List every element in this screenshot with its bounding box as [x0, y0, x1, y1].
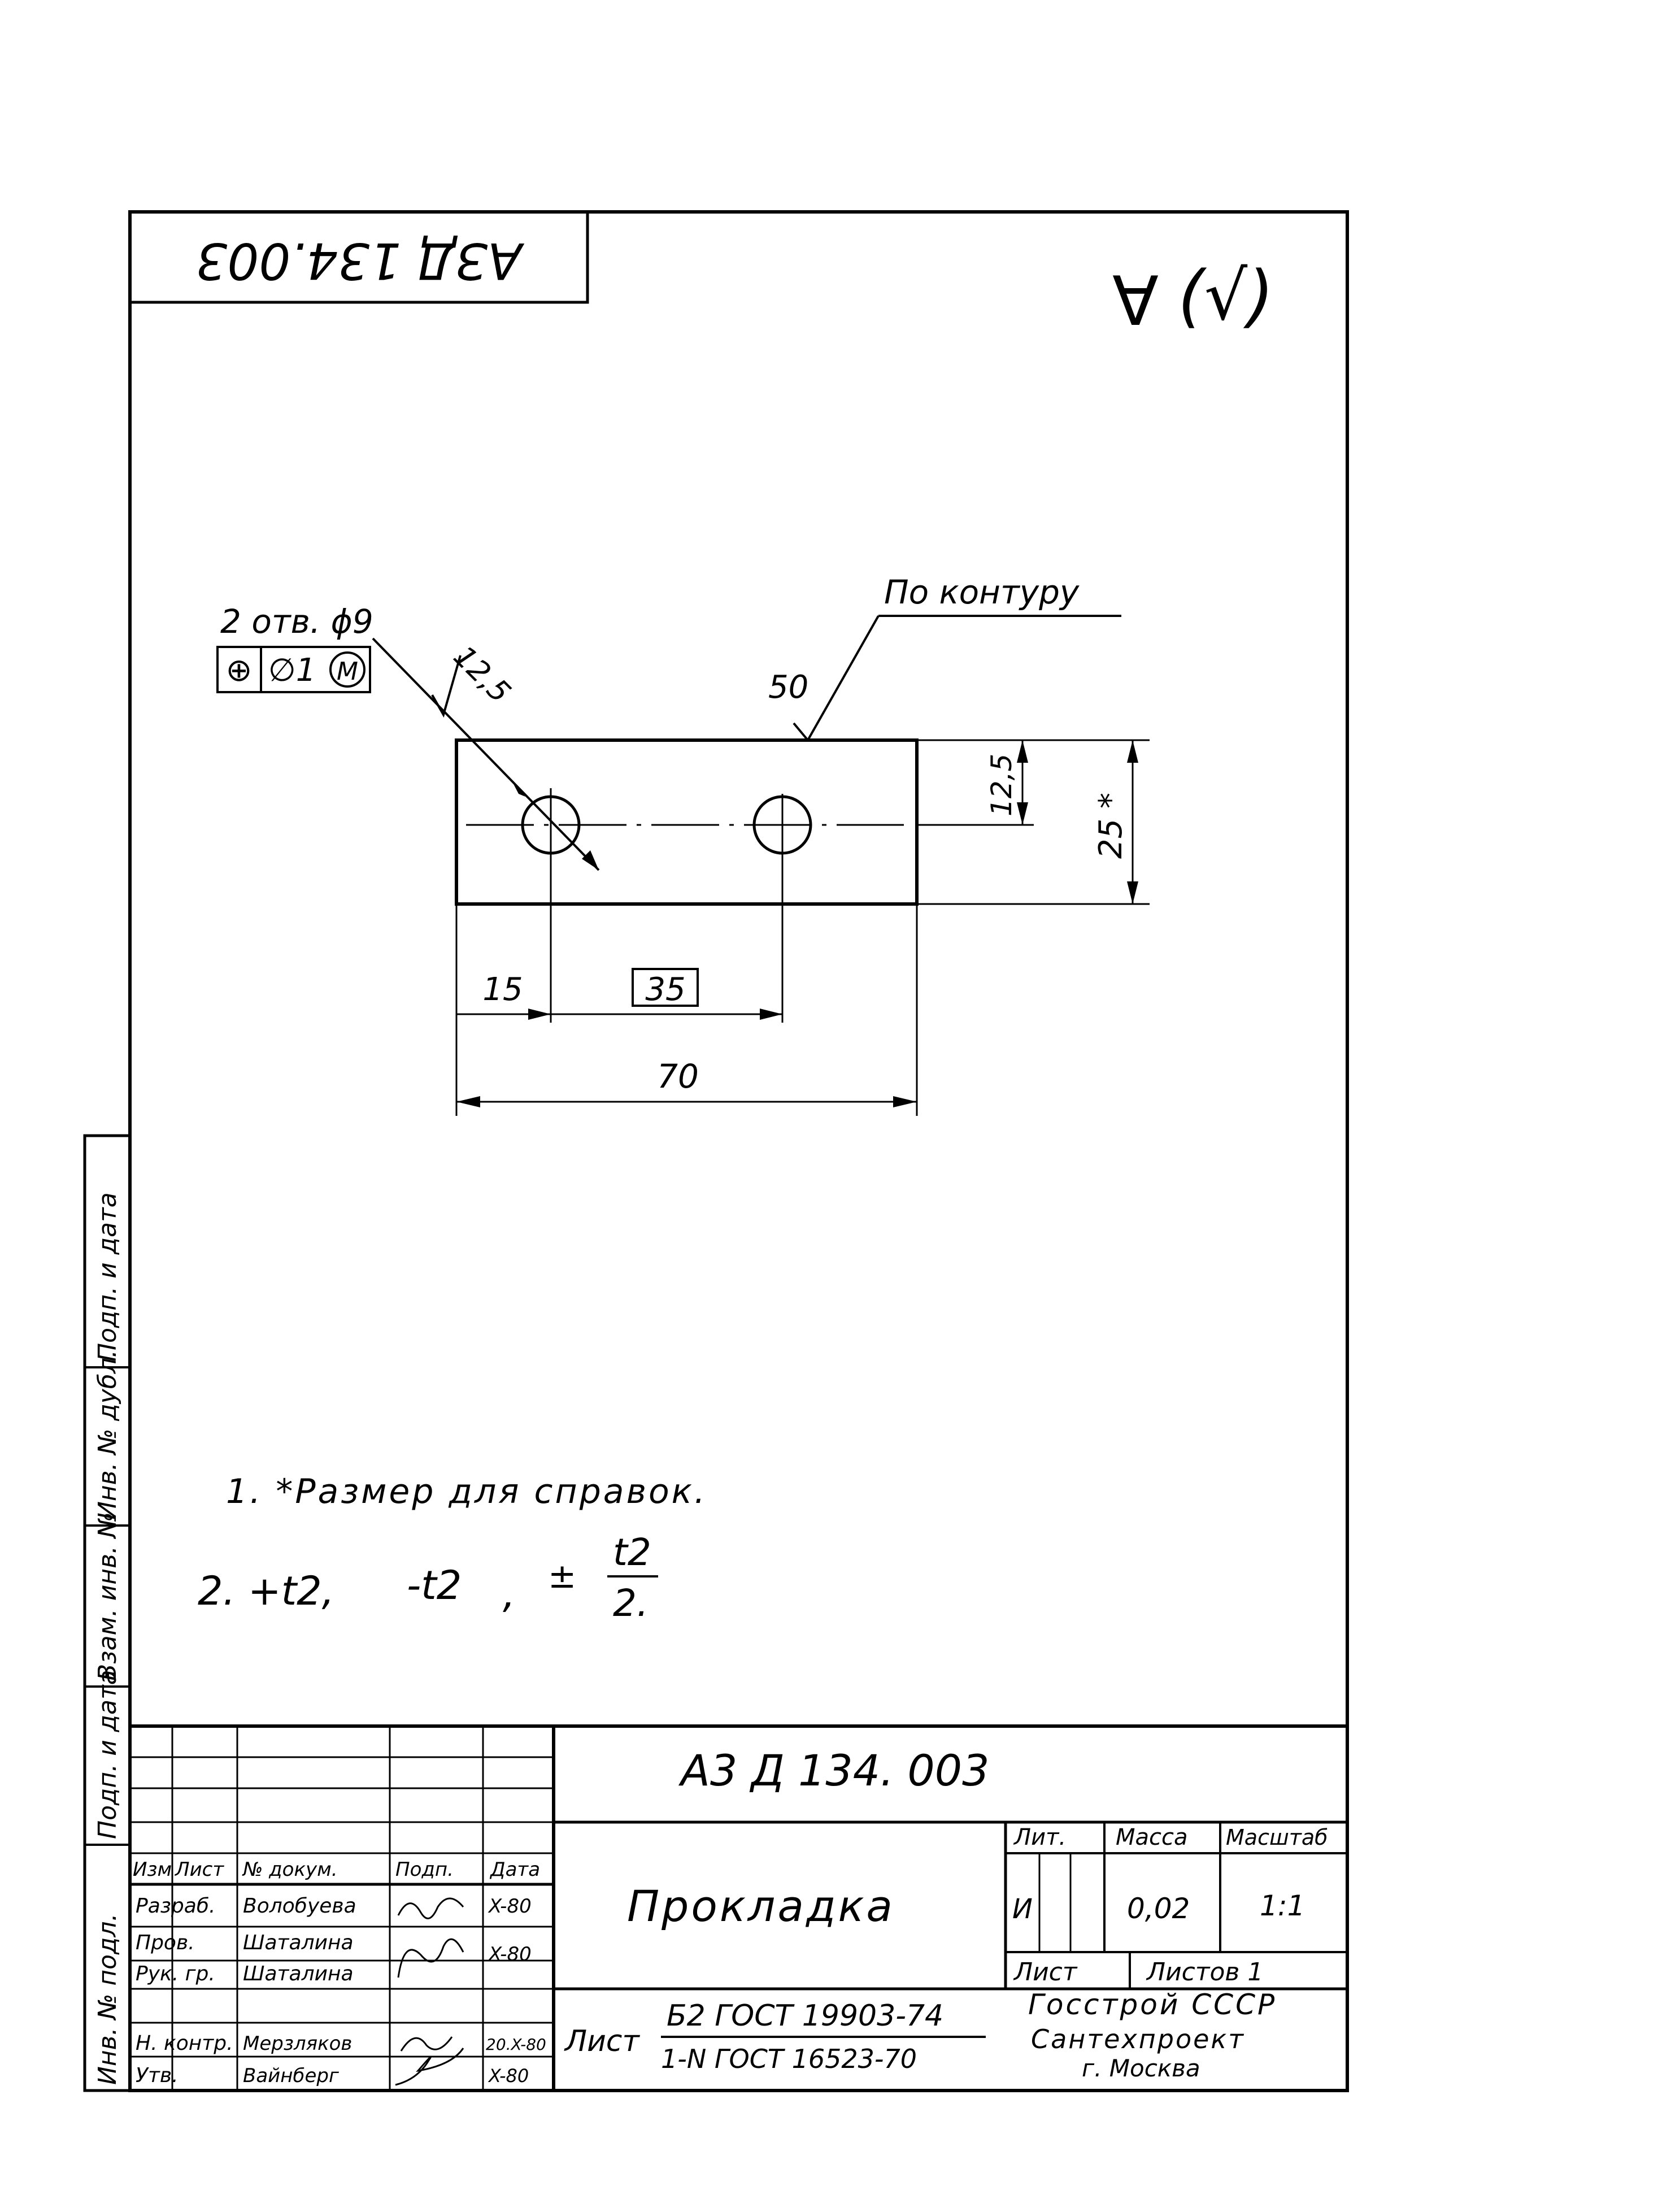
- dim-25-text: 25 *: [1093, 793, 1129, 859]
- svg-text:,: ,: [503, 1571, 515, 1617]
- material-line-2: 1-N ГОСТ 16523-70: [661, 2044, 917, 2074]
- signature-3: [400, 2036, 453, 2052]
- row-date-1: X-80: [488, 1943, 532, 1966]
- contour-leader: [793, 615, 1121, 741]
- signature-4: [395, 2048, 464, 2086]
- row-date-4: X-80: [488, 2065, 529, 2087]
- dim-12-5: 12,5: [985, 740, 1028, 825]
- sheets-label: Листов 1: [1146, 1958, 1263, 1987]
- signature-2: [397, 1938, 464, 1978]
- note-1: 1. *Размер для справок.: [226, 1472, 707, 1511]
- svg-text:±: ±: [548, 1557, 576, 1596]
- drawing-frame: [128, 210, 1349, 2092]
- mass-label: Масса: [1116, 1824, 1188, 1850]
- hole-leader: [372, 637, 600, 871]
- org-line-3: г. Москва: [1082, 2054, 1200, 2082]
- col-list: Лист: [174, 1858, 224, 1881]
- roughness-value: 12,5: [447, 640, 517, 710]
- contour-value: 50: [768, 669, 808, 706]
- lit-value: И: [1012, 1893, 1033, 1925]
- dim-35: 35: [551, 968, 782, 1020]
- svg-text:2. +t2,: 2. +t2,: [198, 1568, 334, 1614]
- row-name-1: Шаталина: [243, 1931, 354, 1954]
- surface-roughness: 12,5: [431, 640, 517, 718]
- dim-25: 25 *: [1093, 740, 1138, 904]
- side-stamp: Инв. № подл. Подп. и дата Взам. инв. № И…: [83, 1134, 132, 2092]
- dim-12-5-text: 12,5: [985, 754, 1018, 816]
- row-role-3: Н. контр.: [136, 2032, 233, 2055]
- org-line-1: Госстрой СССР: [1028, 1988, 1277, 2021]
- material-label: Лист: [564, 2024, 640, 2058]
- tolerance-value: ∅1: [268, 652, 316, 689]
- doc-code: А3 Д 134. 003: [678, 1745, 989, 1796]
- row-name-0: Волобуева: [243, 1894, 356, 1918]
- col-izm: Изм: [133, 1858, 172, 1881]
- mass-value: 0,02: [1127, 1892, 1190, 1925]
- part-outline: [455, 738, 919, 906]
- row-name-4: Вайнберг: [243, 2065, 340, 2087]
- svg-text:2.: 2.: [613, 1581, 649, 1625]
- dim-15: 15: [456, 971, 551, 1020]
- svg-text:t2: t2: [613, 1531, 651, 1574]
- position-icon: ⊕: [226, 652, 253, 689]
- top-code-box: АЗД 134.003: [130, 212, 589, 304]
- row-name-2: Шаталина: [243, 1962, 354, 1985]
- dim-70-text: 70: [657, 1057, 699, 1096]
- col-sign: Подп.: [395, 1858, 454, 1881]
- dim-15-text: 15: [482, 971, 523, 1008]
- tolerance-modifier: M: [337, 657, 358, 686]
- holes-label: 2 отв. ϕ9: [220, 602, 373, 641]
- tolerance-frame: ⊕ ∅1 M: [216, 646, 371, 693]
- svg-text:-t2: -t2: [407, 1562, 462, 1609]
- side-label-1: Подп. и дата: [93, 1670, 122, 1839]
- contour-note: По контуру: [884, 573, 1080, 611]
- row-name-3: Мерзляков: [243, 2032, 352, 2055]
- material-line-1: Б2 ГОСТ 19903-74: [667, 1999, 943, 2033]
- row-date-0: X-80: [488, 1895, 532, 1918]
- side-label-0: Инв. № подл.: [93, 1913, 122, 2085]
- dim-70: 70: [456, 1057, 917, 1107]
- title-block: Изм Лист № докум. Подп. Дата Разраб. Вол…: [130, 1724, 1347, 2091]
- side-label-4: Подп. и дата: [93, 1192, 122, 1362]
- roughness-symbol-icon: ∀: [1112, 263, 1159, 341]
- part-name: Прокладка: [627, 1881, 895, 1931]
- row-role-0: Разраб.: [136, 1894, 215, 1918]
- org-line-2: Сантехпроект: [1031, 2024, 1245, 2054]
- col-doc: № докум.: [242, 1858, 338, 1881]
- side-label-2: Взам. инв. №: [93, 1512, 122, 1681]
- scale-label: Масштаб: [1226, 1825, 1328, 1850]
- row-role-4: Утв.: [136, 2064, 179, 2087]
- lit-label: Лит.: [1013, 1824, 1066, 1850]
- top-code-text: АЗД 134.003: [195, 232, 524, 290]
- row-role-1: Пров.: [136, 1931, 195, 1954]
- note-2: 2. +t2, -t2 , ± t2 2.: [198, 1531, 658, 1625]
- row-role-2: Рук. гр.: [136, 1962, 215, 1985]
- col-date: Дата: [489, 1858, 540, 1881]
- roughness-mark: ∀ (√): [1112, 257, 1274, 341]
- roughness-bracket: (√): [1178, 257, 1274, 336]
- signature-1: [397, 1897, 464, 1919]
- dim-35-text: 35: [645, 971, 685, 1008]
- scale-value: 1:1: [1260, 1889, 1305, 1922]
- side-label-3: Инв. № дубл.: [93, 1350, 122, 1520]
- sheet-label: Лист: [1013, 1958, 1078, 1987]
- row-date-3: 20.X-80: [486, 2035, 546, 2054]
